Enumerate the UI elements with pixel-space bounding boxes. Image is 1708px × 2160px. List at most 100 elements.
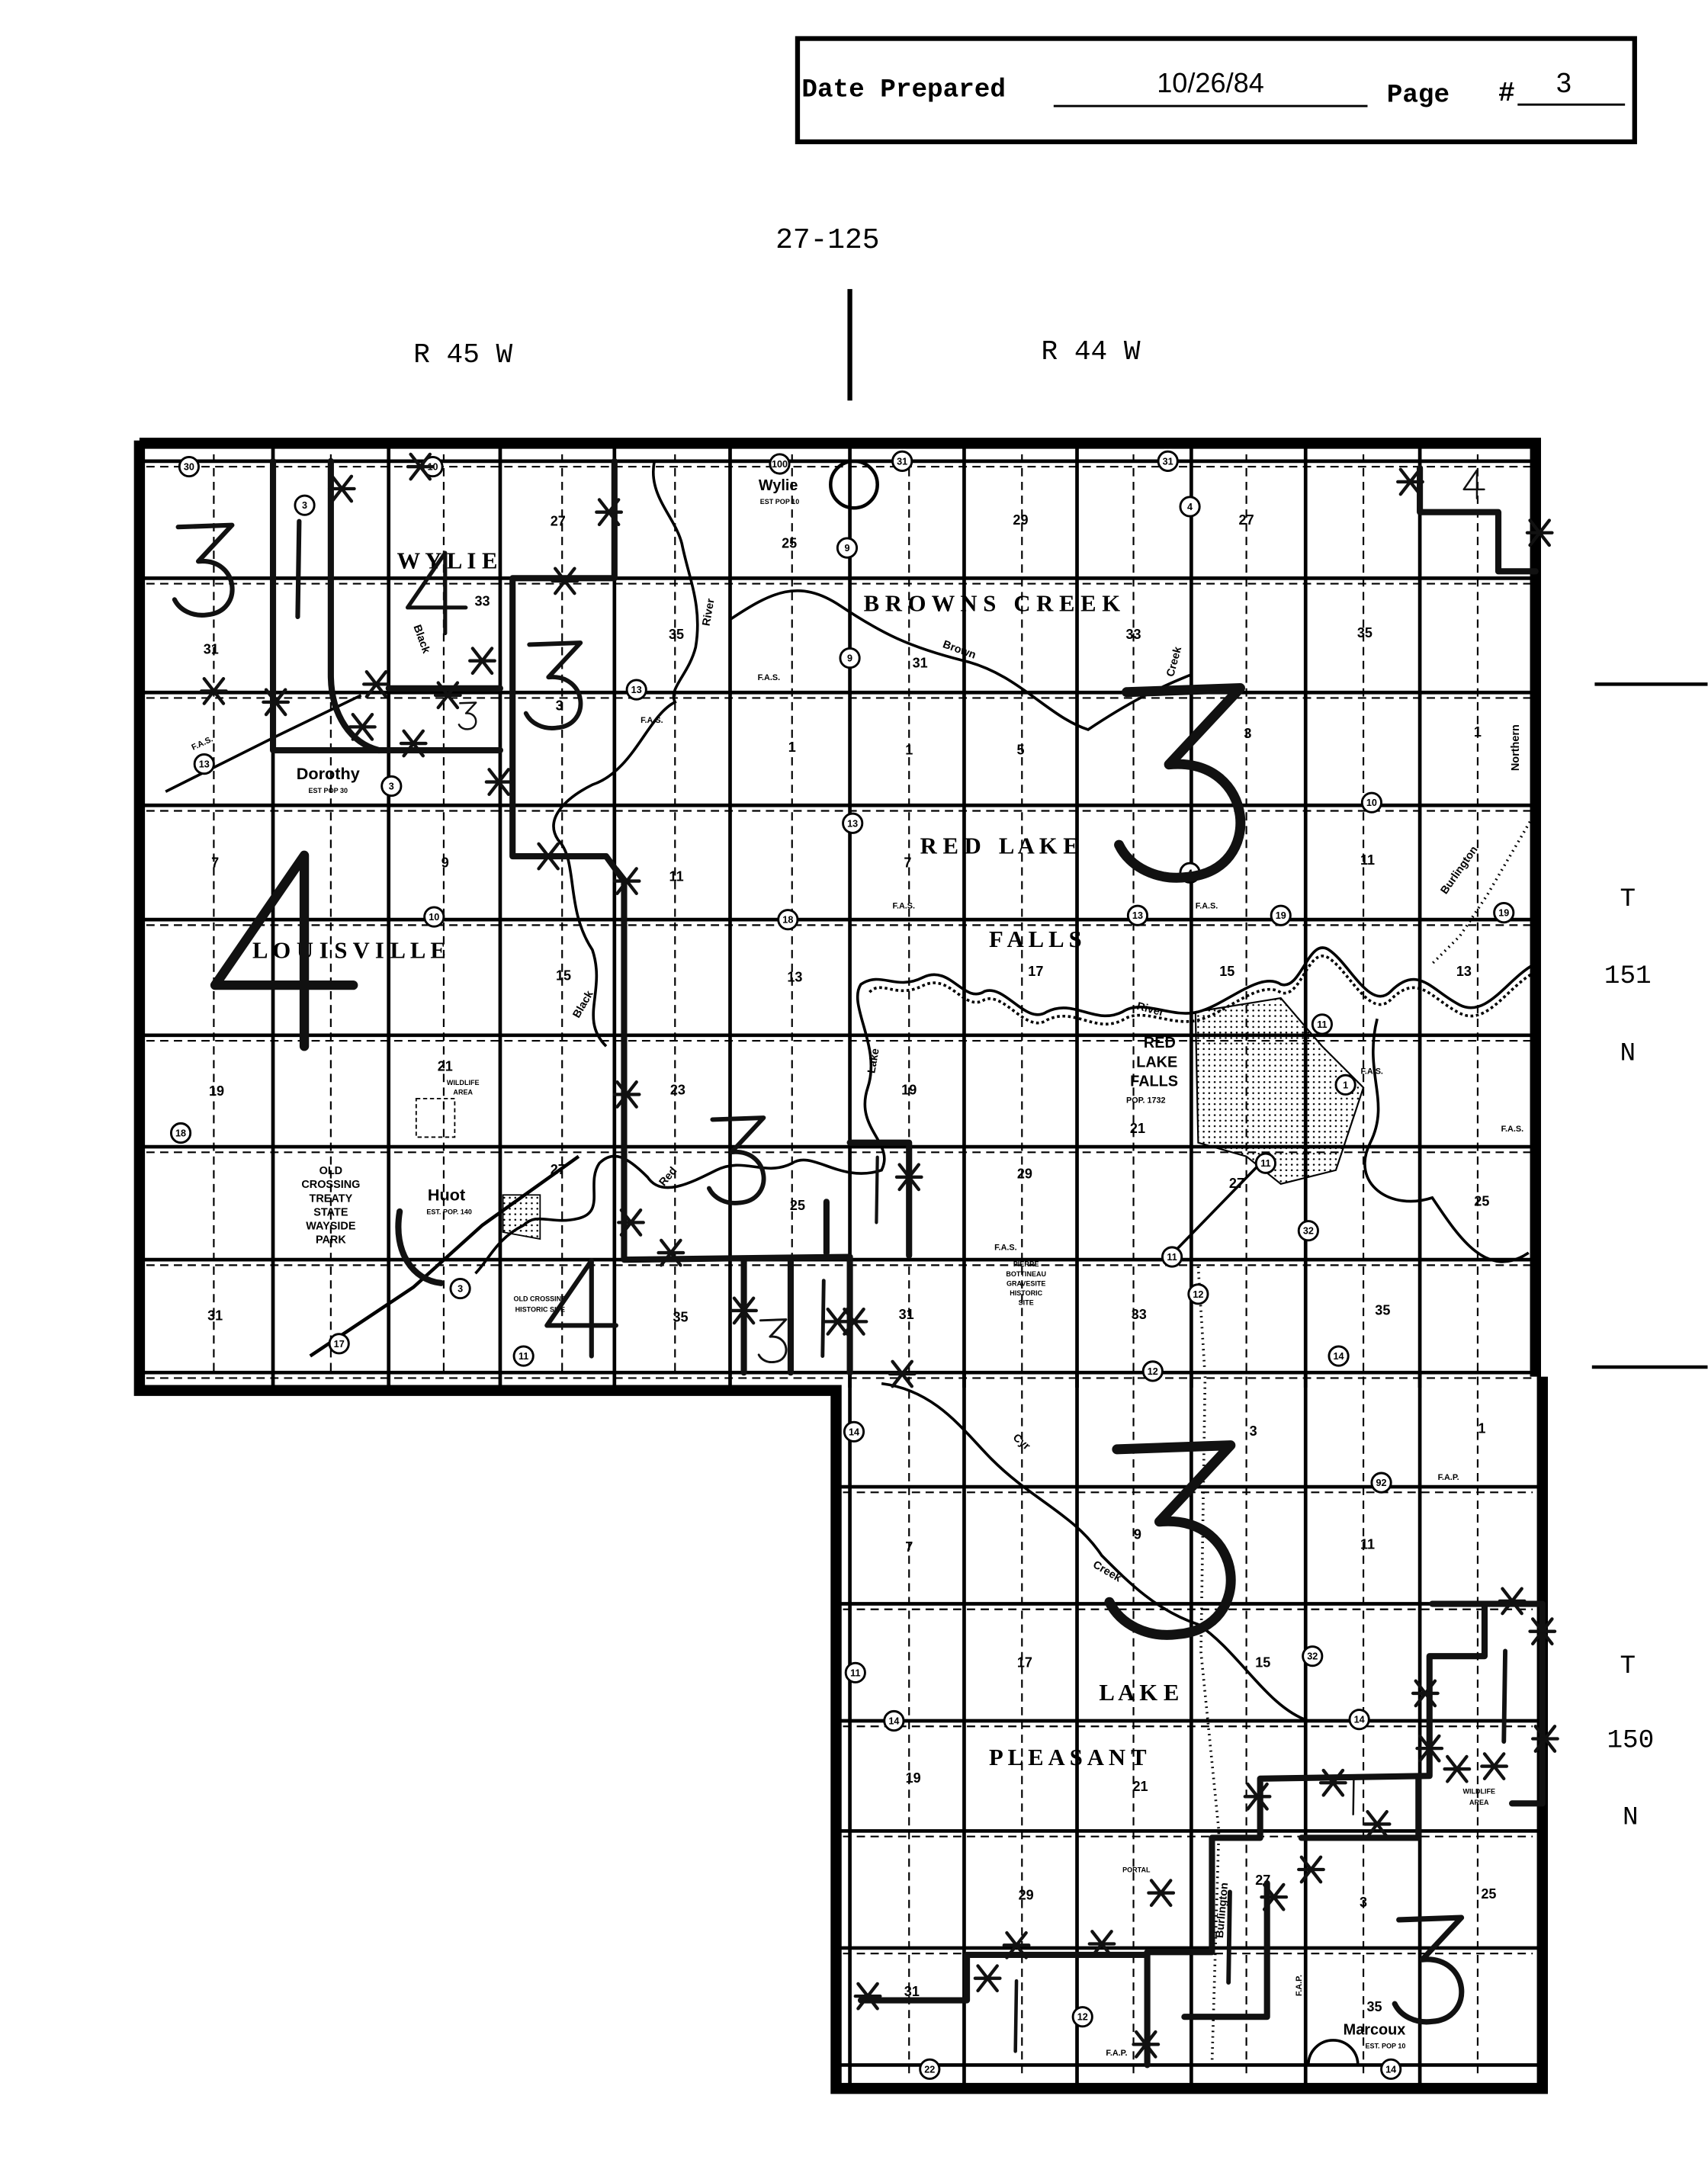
x-mark <box>433 681 462 710</box>
section-number: 15 <box>1255 1655 1270 1671</box>
route-shield-outline <box>844 1661 866 1683</box>
route-shield-outline <box>1161 1246 1183 1268</box>
zone-number-stroke <box>547 1260 616 1356</box>
page-hash: # <box>1498 78 1515 109</box>
section-number: 1 <box>1474 724 1482 740</box>
route-number: 14 <box>1385 2064 1396 2075</box>
route-shield-outline <box>843 1420 865 1443</box>
section-number: 13 <box>1456 964 1472 979</box>
section-number: 29 <box>1019 1888 1034 1903</box>
section-number: 33 <box>1125 627 1141 642</box>
lake-label: Lake <box>865 1048 881 1074</box>
zone-boundary <box>1181 1880 1270 2020</box>
section-number: 29 <box>1017 1167 1032 1182</box>
route-number: 13 <box>847 818 858 829</box>
section-number: 23 <box>670 1082 685 1097</box>
section-number: 5 <box>1016 742 1024 757</box>
section-number: 7 <box>905 1539 913 1555</box>
zone-number-stroke <box>1464 470 1485 499</box>
section-number: 13 <box>787 969 802 984</box>
road-shields: 3031010031314991313313181013419191011118… <box>169 450 1515 2080</box>
zone-number <box>408 553 466 633</box>
route-shield: 3 <box>380 775 403 798</box>
x-mark <box>617 1208 645 1237</box>
route-shield: 13 <box>842 812 864 834</box>
zone-number-stroke <box>1228 1892 1230 1982</box>
header-box: Date Prepared 10/26/84 Page # 3 <box>795 36 1637 145</box>
x-mark <box>595 498 624 527</box>
zone-number-stroke <box>1119 688 1241 878</box>
route-shield: 19 <box>1493 902 1515 924</box>
range-west: R 45 W <box>413 339 512 371</box>
section-number: 31 <box>899 1307 914 1322</box>
city-red-lake-falls-line3: FALLS <box>1130 1074 1178 1090</box>
route-number: 13 <box>199 759 210 770</box>
route-number: 9 <box>847 653 852 664</box>
zone-number-stroke <box>1109 1446 1231 1635</box>
route-shield-outline <box>193 753 215 775</box>
township-name-louisville: L O U I S V I L L E <box>252 938 446 964</box>
town-huot: Huot <box>428 1185 465 1204</box>
route-number: 17 <box>334 1339 345 1350</box>
highway-17-diagonal <box>309 1154 580 1358</box>
section-number: 33 <box>1132 1307 1147 1322</box>
township-name-falls: F A L L S <box>989 926 1082 952</box>
zone-number <box>459 703 476 730</box>
route-shield: 32 <box>1302 1645 1324 1667</box>
route-shield: 9 <box>839 647 861 669</box>
section-number: 33 <box>474 593 490 608</box>
fas-label: F.A.S. <box>1501 1125 1523 1134</box>
town-marcoux-pop: EST. POP 10 <box>1365 2043 1405 2050</box>
section-number: 35 <box>1366 1999 1382 2014</box>
route-shield: 14 <box>1348 1709 1370 1731</box>
section-number: 3 <box>1360 1895 1367 1910</box>
zone-number-stroke <box>1353 1776 1354 1815</box>
portal-label: PORTAL <box>1122 1866 1151 1874</box>
zone-boundary <box>269 457 504 754</box>
map-id: 27-125 <box>775 224 879 257</box>
route-number: 32 <box>1307 1651 1318 1662</box>
x-mark <box>1132 2030 1161 2059</box>
route-number: 4 <box>1187 502 1193 512</box>
x-mark <box>1297 1855 1325 1884</box>
route-number: 31 <box>1163 456 1173 467</box>
town-marcoux: Marcoux <box>1344 2022 1406 2039</box>
zone-number <box>297 522 299 617</box>
section-number: 3 <box>1250 1423 1257 1439</box>
route-shield: 11 <box>1254 1152 1276 1174</box>
zone-number <box>1504 1651 1505 1741</box>
town-dorothy: Dorothy <box>297 764 360 783</box>
route-number: 30 <box>184 462 194 473</box>
handwritten-circle <box>829 459 879 510</box>
route-shield: 31 <box>1157 450 1179 472</box>
route-shield: 12 <box>1187 1283 1209 1305</box>
township-name-pleasant: P L E A S A N T <box>989 1744 1147 1770</box>
route-shield: 19 <box>1270 904 1292 926</box>
township-name-browns-creek: B R O W N S C R E E K <box>864 591 1121 617</box>
zone-boundary <box>740 1199 853 1376</box>
section-number: 3 <box>556 698 563 714</box>
route-shield: 3 <box>449 1277 471 1300</box>
route-shield: 22 <box>919 2058 941 2080</box>
route-number: 11 <box>1317 1019 1327 1030</box>
brown-creek <box>729 589 1193 731</box>
wildlife-area-label: AREA <box>453 1088 473 1096</box>
township-south-number: 150 <box>1607 1725 1654 1755</box>
route-shield-outline <box>1270 904 1292 926</box>
route-number: 12 <box>1193 1289 1203 1300</box>
route-shield-outline <box>1141 1360 1164 1382</box>
wildlife-area-boundary <box>415 1097 456 1138</box>
route-shield-outline <box>1348 1709 1370 1731</box>
cyr-label: Cyr <box>1010 1432 1032 1453</box>
route-number: 11 <box>1260 1158 1270 1169</box>
section-number: 11 <box>669 869 684 884</box>
route-number: 11 <box>850 1667 860 1678</box>
park-label-line: CROSSING <box>301 1179 360 1191</box>
section-number: 27 <box>551 514 566 529</box>
x-mark <box>327 474 356 503</box>
route-shield: 18 <box>169 1122 192 1144</box>
route-shield-outline <box>1493 902 1515 924</box>
route-shield: 1 <box>1334 1074 1356 1096</box>
section-number: 31 <box>207 1308 223 1324</box>
park-label-line: OLD <box>319 1165 342 1177</box>
